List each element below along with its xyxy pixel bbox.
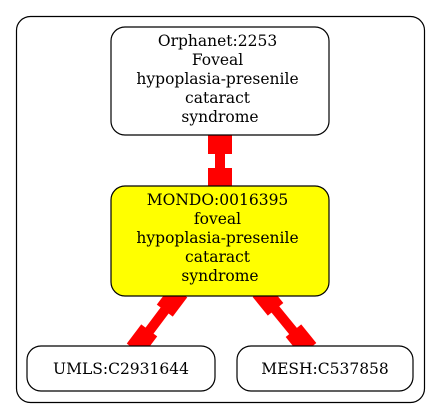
node-box <box>110 26 330 136</box>
node-mondo[interactable]: MONDO:0016395 foveal hypoplasia-presenil… <box>110 185 330 297</box>
edge-arrowhead-head <box>208 168 232 190</box>
node-label-line: cataract <box>185 248 251 266</box>
node-label-line: foveal <box>194 210 241 228</box>
node-label-line: MONDO:0016395 <box>147 191 289 209</box>
node-label-line: hypoplasia-presenile <box>136 229 298 247</box>
node-box <box>110 185 330 297</box>
node-label-line: MESH:C537858 <box>261 360 389 378</box>
node-label-line: cataract <box>185 89 251 107</box>
node-label-line: hypoplasia-presenile <box>136 70 298 88</box>
node-label-line: UMLS:C2931644 <box>53 360 189 378</box>
cluster-frame <box>15 15 426 404</box>
node-label: MONDO:0016395 foveal hypoplasia-presenil… <box>136 191 303 285</box>
node-label: UMLS:C2931644 <box>53 360 189 378</box>
edge-arrowhead-tail <box>208 132 232 154</box>
node-label: Orphanet:2253 Foveal hypoplasia-presenil… <box>136 32 303 126</box>
node-box <box>236 345 414 392</box>
node-orphanet[interactable]: Orphanet:2253 Foveal hypoplasia-presenil… <box>110 26 330 136</box>
edge-orphanet-mondo <box>208 132 232 190</box>
node-umls[interactable]: UMLS:C2931644 <box>26 345 216 392</box>
node-label-line: syndrome <box>181 108 258 126</box>
node-label-line: Foveal <box>192 51 243 69</box>
node-mesh[interactable]: MESH:C537858 <box>236 345 414 392</box>
node-label: MESH:C537858 <box>261 360 389 378</box>
node-box <box>26 345 216 392</box>
node-label-line: syndrome <box>181 267 258 285</box>
node-label-line: Orphanet:2253 <box>158 32 277 50</box>
